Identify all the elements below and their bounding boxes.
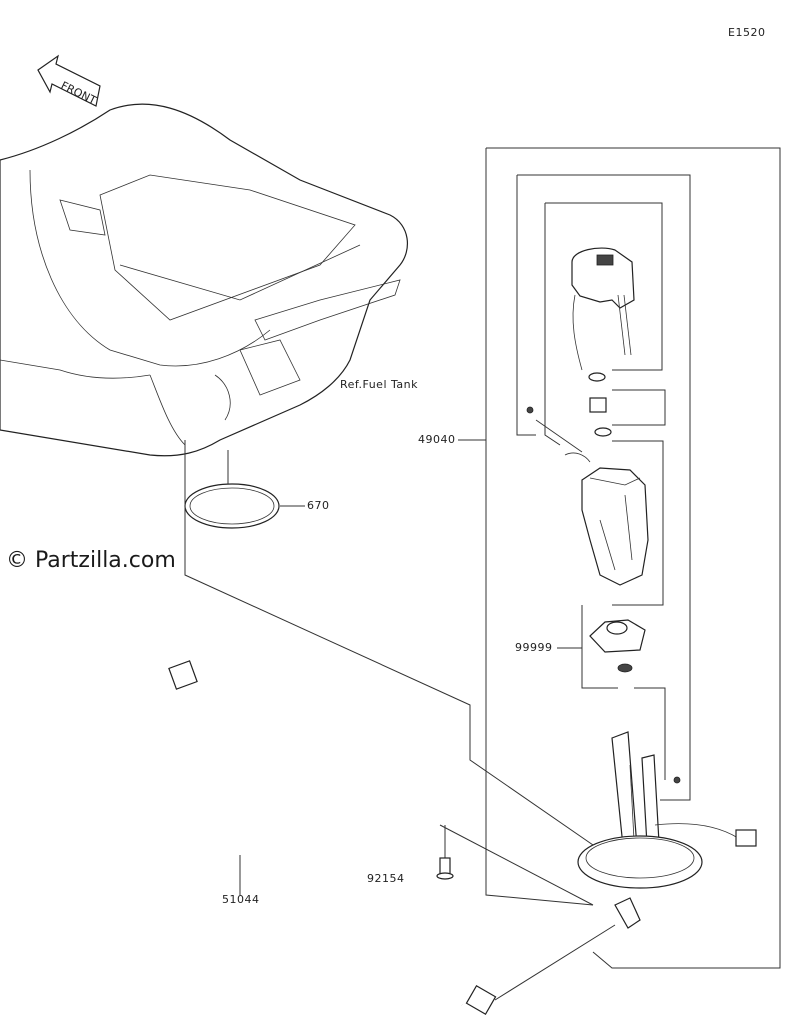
label-49040[interactable]: 49040 (418, 433, 456, 446)
label-92154[interactable]: 92154 (367, 872, 405, 885)
front-arrow-icon: FRONT (37, 54, 101, 107)
gasket-670 (184, 450, 305, 529)
fuel-pump-assembly (436, 247, 757, 929)
label-99999[interactable]: 99999 (515, 641, 553, 654)
diagram-code: E1520 (728, 26, 766, 39)
watermark: © Partzilla.com (6, 548, 176, 573)
label-51044[interactable]: 51044 (222, 893, 260, 906)
label-ref-fuel-tank[interactable]: Ref.Fuel Tank (340, 378, 418, 391)
label-670[interactable]: 670 (307, 499, 330, 512)
fuel-hose-51044 (122, 660, 616, 1015)
fuel-tank-drawing (0, 103, 408, 457)
assembly-frames (184, 147, 781, 969)
